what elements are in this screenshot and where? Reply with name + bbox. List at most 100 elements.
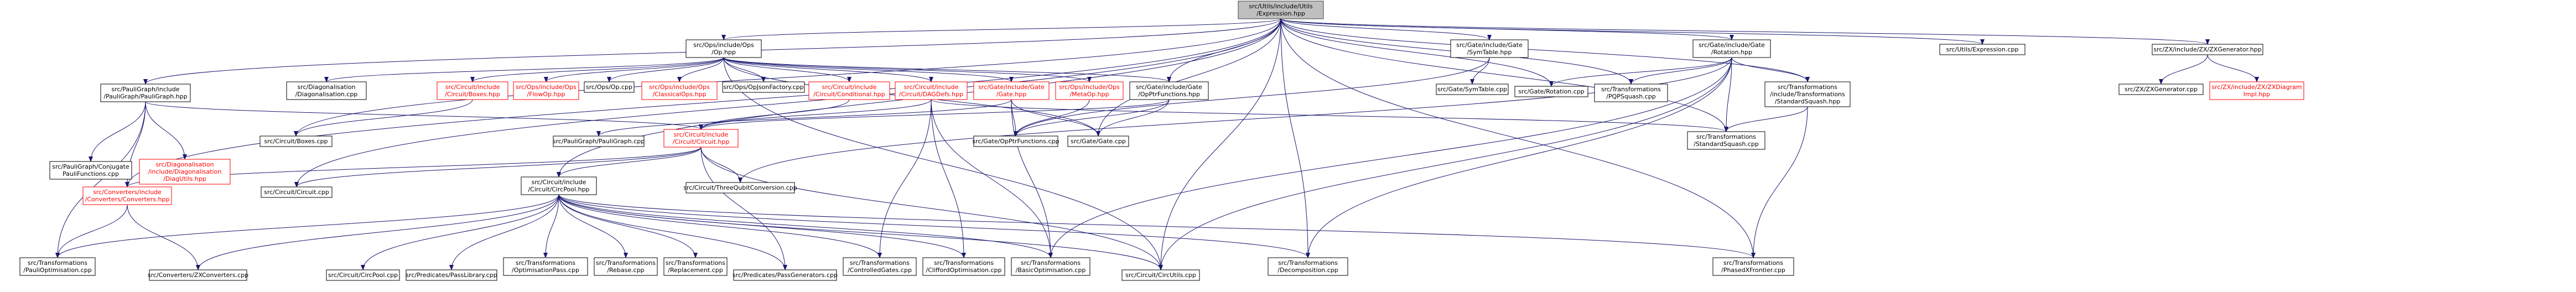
node-label-line: /BasicOptimisation.cpp bbox=[1016, 267, 1086, 274]
edge-circpoolh-to-phasedx bbox=[558, 194, 1756, 258]
graph-node-gatecpp[interactable]: src/Gate/Gate.cpp bbox=[1067, 135, 1129, 147]
graph-node-optpass[interactable]: src/Transformations/OptimisationPass.cpp bbox=[503, 257, 588, 276]
node-label-line: src/Gate/include/Gate bbox=[1456, 41, 1523, 49]
graph-node-threeq[interactable]: src/Circuit/ThreeQubitConversion.cpp bbox=[683, 182, 797, 194]
node-label-line: src/Predicates/PassGenerators.cpp bbox=[733, 272, 838, 279]
node-label-line: src/Transformations bbox=[516, 259, 575, 267]
node-box bbox=[49, 161, 132, 180]
node-box bbox=[1939, 44, 2026, 55]
graph-node-phasedx[interactable]: src/Transformations/PhasedXFrontier.cpp bbox=[1712, 257, 1794, 276]
graph-node-circuith[interactable]: src/Circuit/include/Circuit/Circuit.hpp bbox=[663, 129, 739, 148]
graph-node-condh[interactable]: src/Circuit/include/Circuit/Conditional.… bbox=[808, 81, 890, 100]
graph-node-rotation[interactable]: src/Gate/include/Gate/Rotation.hpp bbox=[1692, 39, 1771, 58]
graph-node-convh[interactable]: src/Converters/include/Converters/Conver… bbox=[82, 186, 172, 205]
node-label-line: src/ZX/ZXGenerator.cpp bbox=[2125, 86, 2198, 93]
node-box bbox=[2209, 81, 2304, 100]
node-label-line: src/Transformations bbox=[934, 259, 994, 267]
graph-node-circuitcpp[interactable]: src/Circuit/Circuit.cpp bbox=[261, 186, 333, 198]
edge-paulig-to-pauliopt bbox=[55, 101, 146, 258]
graph-node-circpoolcpp[interactable]: src/Circuit/CircPool.cpp bbox=[326, 269, 400, 281]
graph-node-pqpcpp[interactable]: src/Transformations/PQPSquash.cpp bbox=[1594, 84, 1668, 102]
edge-dagdefs-to-ctrlgates bbox=[877, 99, 932, 258]
graph-node-ops[interactable]: src/Ops/include/Ops/Op.hpp bbox=[685, 39, 762, 58]
edge-circpoolh-to-passlib bbox=[449, 194, 559, 270]
graph-node-zxgenh[interactable]: src/ZX/include/ZX/ZXGenerator.hpp bbox=[2152, 44, 2263, 55]
edge-layer bbox=[55, 18, 2259, 270]
edge-ops-to-gateh bbox=[723, 57, 1014, 82]
edge-ops-to-classicalops bbox=[677, 57, 724, 82]
node-box bbox=[1268, 257, 1348, 276]
edge-circpoolh-to-optpass bbox=[543, 194, 559, 258]
graph-node-decomp[interactable]: src/Transformations/Decomposition.cpp bbox=[1268, 257, 1348, 276]
graph-node-boxescpp[interactable]: src/Circuit/Boxes.cpp bbox=[259, 135, 333, 147]
graph-node-circutils[interactable]: src/Circuit/CircUtils.cpp bbox=[1121, 269, 1200, 281]
graph-node-dagdefs[interactable]: src/Circuit/include/Circuit/DAGDefs.hpp bbox=[895, 81, 968, 100]
graph-node-paulig[interactable]: src/PauliGraph/include/PauliGraph/PauliG… bbox=[100, 84, 191, 102]
graph-node-diagcpp[interactable]: src/Diagonalisation/Diagonalisation.cpp bbox=[286, 81, 367, 100]
node-label-line: src/Gate/SymTable.cpp bbox=[1437, 86, 1507, 93]
edge-convh-to-zxconv bbox=[127, 204, 200, 270]
graph-node-replacement[interactable]: src/Transformations/Replacement.cpp bbox=[663, 257, 728, 276]
node-label-line: src/PauliGraph/PauliGraph.cpp bbox=[553, 138, 645, 145]
node-box bbox=[1238, 1, 1324, 19]
graph-node-stdsquashh[interactable]: src/Transformations/include/Transformati… bbox=[1764, 81, 1851, 107]
graph-node-utilsexpr[interactable]: src/Utils/Expression.cpp bbox=[1939, 44, 2026, 55]
graph-node-opjson[interactable]: src/Ops/OpJsonFactory.cpp bbox=[722, 81, 805, 93]
graph-node-gaterotcpp[interactable]: src/Gate/Rotation.cpp bbox=[1514, 86, 1588, 97]
node-label-line: src/Transformations bbox=[1601, 86, 1661, 93]
node-label-line: /OpPtrFunctions.hpp bbox=[1138, 91, 1200, 98]
graph-node-gateh[interactable]: src/Gate/include/Gate/Gate.hpp bbox=[973, 81, 1050, 100]
node-label-line: /Rotation.hpp bbox=[1711, 49, 1752, 56]
edge-opptrfh-to-opptrfcpp bbox=[1014, 99, 1170, 137]
graph-node-pauliconj[interactable]: src/PauliGraph/ConjugatePauliFunctions.c… bbox=[49, 161, 132, 180]
graph-node-symtable[interactable]: src/Gate/include/Gate/SymTable.hpp bbox=[1450, 39, 1529, 58]
edge-ops-to-opptrfh bbox=[723, 57, 1171, 82]
node-label-line: /StandardSquash.hpp bbox=[1775, 98, 1841, 105]
edge-paulig-to-circuith bbox=[145, 101, 703, 130]
graph-node-pauliopt[interactable]: src/Transformations/PauliOptimisation.cp… bbox=[19, 257, 96, 276]
graph-node-ctrlgates[interactable]: src/Transformations/ControlledGates.cpp bbox=[843, 257, 917, 276]
node-label-line: /Circuit/Conditional.hpp bbox=[813, 91, 885, 98]
node-label-line: src/Transformations bbox=[1778, 84, 1837, 91]
edge-dagdefs-to-circuith bbox=[699, 99, 932, 130]
node-label-line: src/Transformations bbox=[28, 259, 87, 267]
edge-ops-to-circutils bbox=[723, 57, 1163, 270]
graph-node-circpoolh[interactable]: src/Circuit/include/Circuit/CircPool.hpp bbox=[521, 176, 597, 195]
edge-rotation-to-threeq bbox=[738, 57, 1732, 183]
edge-zxgenh-to-zxgencpp bbox=[2159, 54, 2208, 85]
edge-root-to-gatecpp bbox=[1096, 18, 1281, 137]
graph-node-metaop[interactable]: src/Ops/include/Ops/MetaOp.hpp bbox=[1055, 81, 1124, 100]
graph-node-diagutils[interactable]: src/Diagonalisation/include/Diagonalisat… bbox=[139, 159, 231, 185]
node-box bbox=[326, 269, 400, 281]
graph-node-symtablecpp[interactable]: src/Gate/SymTable.cpp bbox=[1436, 84, 1509, 95]
graph-node-boxesh[interactable]: src/Circuit/include/Circuit/Boxes.hpp bbox=[437, 81, 508, 100]
graph-node-flowop[interactable]: src/Ops/include/Ops/FlowOp.hpp bbox=[513, 81, 579, 100]
node-label-line: /OptimisationPass.cpp bbox=[512, 267, 579, 274]
graph-node-stdsquashcpp[interactable]: src/Transformations/StandardSquash.cpp bbox=[1687, 131, 1765, 150]
node-label-line: src/Circuit/CircUtils.cpp bbox=[1125, 272, 1196, 279]
graph-node-passgen[interactable]: src/Predicates/PassGenerators.cpp bbox=[733, 269, 838, 281]
node-label-line: /Circuit/DAGDefs.hpp bbox=[899, 91, 963, 98]
node-label-line: src/Ops/include/Ops bbox=[693, 41, 754, 49]
edge-rotation-to-stdsquashh bbox=[1731, 57, 1810, 82]
graph-node-classicalops[interactable]: src/Ops/include/Ops/ClassicalOps.hpp bbox=[641, 81, 718, 100]
graph-node-opptrfh[interactable]: src/Gate/include/Gate/OpPtrFunctions.hpp bbox=[1129, 81, 1209, 100]
node-box bbox=[286, 81, 367, 100]
graph-node-zxgencpp[interactable]: src/ZX/ZXGenerator.cpp bbox=[2118, 84, 2204, 95]
node-box bbox=[1129, 81, 1209, 100]
graph-node-zxconv[interactable]: src/Converters/ZXConverters.cpp bbox=[148, 269, 248, 281]
graph-node-passlib[interactable]: src/Predicates/PassLibrary.cpp bbox=[406, 269, 497, 281]
node-label-line: src/Transformations bbox=[1278, 259, 1338, 267]
graph-node-pgcpp[interactable]: src/PauliGraph/PauliGraph.cpp bbox=[553, 135, 645, 147]
edge-circuith-to-circpoolh bbox=[557, 147, 702, 178]
node-label-line: src/Circuit/Circuit.cpp bbox=[264, 189, 329, 196]
graph-node-opptrfcpp[interactable]: src/Gate/OpPtrFunctions.cpp bbox=[973, 135, 1060, 147]
edge-circpoolh-to-pauliopt bbox=[55, 194, 559, 258]
node-label-line: src/Circuit/include bbox=[674, 131, 729, 138]
node-box bbox=[1594, 84, 1668, 102]
graph-node-opcpp[interactable]: src/Ops/Op.cpp bbox=[584, 81, 635, 93]
graph-node-cliffopt[interactable]: src/Transformations/CliffordOptimisation… bbox=[922, 257, 1005, 276]
graph-node-basicopt[interactable]: src/Transformations/BasicOptimisation.cp… bbox=[1011, 257, 1090, 276]
graph-node-rebase[interactable]: src/Transformations/Rebase.cpp bbox=[594, 257, 658, 276]
